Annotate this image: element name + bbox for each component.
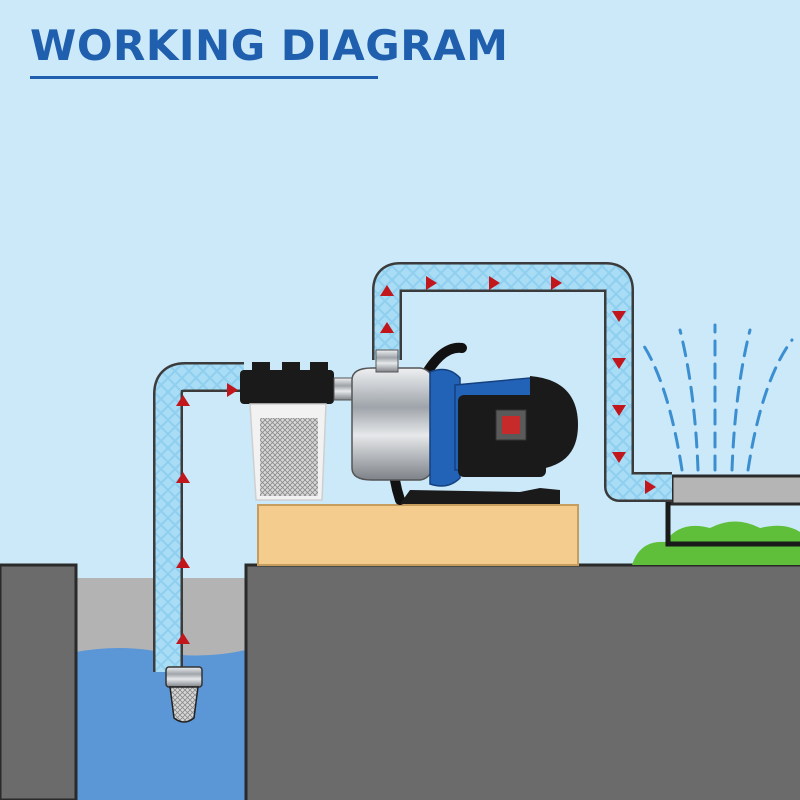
well-water [76, 648, 246, 800]
flow-arrow-down [612, 311, 626, 322]
flow-arrow-up [176, 557, 190, 568]
flow-arrow-right [426, 276, 437, 290]
flow-arrow-right [489, 276, 500, 290]
water-spray-icon [638, 323, 794, 472]
foot-valve-strainer-icon [165, 666, 203, 723]
flow-arrow-up [176, 395, 190, 406]
jet-pump-icon [351, 342, 578, 505]
flow-arrow-down [612, 358, 626, 369]
ground-right [244, 563, 800, 800]
flow-arrow-down [612, 405, 626, 416]
flow-arrow-right [645, 480, 656, 494]
title-underline [30, 76, 378, 79]
flow-arrow-down [612, 452, 626, 463]
pump-stand [257, 504, 579, 566]
flow-arrow-up [176, 472, 190, 483]
pre-filter-basket-icon [240, 362, 355, 501]
flow-arrow-up [380, 285, 394, 296]
flow-arrow-right [551, 276, 562, 290]
flow-arrow-right [227, 383, 238, 397]
flow-arrow-up [176, 633, 190, 644]
page-title: WORKING DIAGRAM [30, 21, 509, 70]
sprinkler-platform [670, 474, 800, 506]
flow-arrows [176, 276, 656, 644]
flow-arrow-up [380, 322, 394, 333]
ground-left [0, 563, 78, 800]
